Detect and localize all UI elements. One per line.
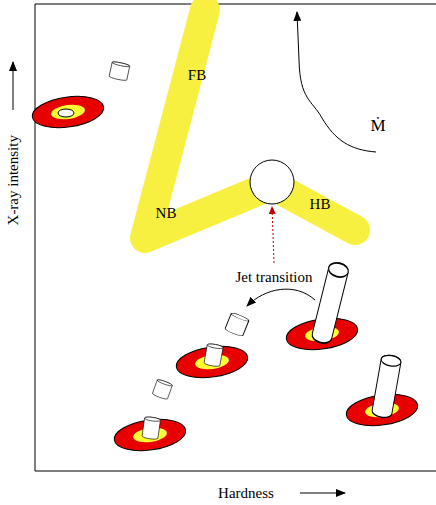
callout-label: Jet transition xyxy=(235,269,312,286)
disc-jet xyxy=(344,354,419,430)
transition-circle xyxy=(250,160,294,204)
flow-label: Ṁ xyxy=(370,117,385,136)
band-label-box: NB xyxy=(156,205,177,222)
z-track xyxy=(145,10,355,238)
axes xyxy=(13,4,436,493)
disc-jet xyxy=(30,61,130,132)
band-label-box: FB xyxy=(188,67,206,84)
mdot-arrow xyxy=(297,12,376,152)
band-label: HB xyxy=(310,196,331,213)
band-label: NB xyxy=(156,205,177,222)
band-label-box: HB xyxy=(310,196,331,213)
jet-pointer xyxy=(272,207,274,263)
curved-arrow xyxy=(247,289,315,306)
axis-label: Hardness xyxy=(218,485,274,502)
axis-label: X-ray intensity xyxy=(5,135,22,225)
disc-jet xyxy=(112,379,187,455)
band-label: FB xyxy=(188,67,206,84)
disc-jet xyxy=(174,312,249,382)
